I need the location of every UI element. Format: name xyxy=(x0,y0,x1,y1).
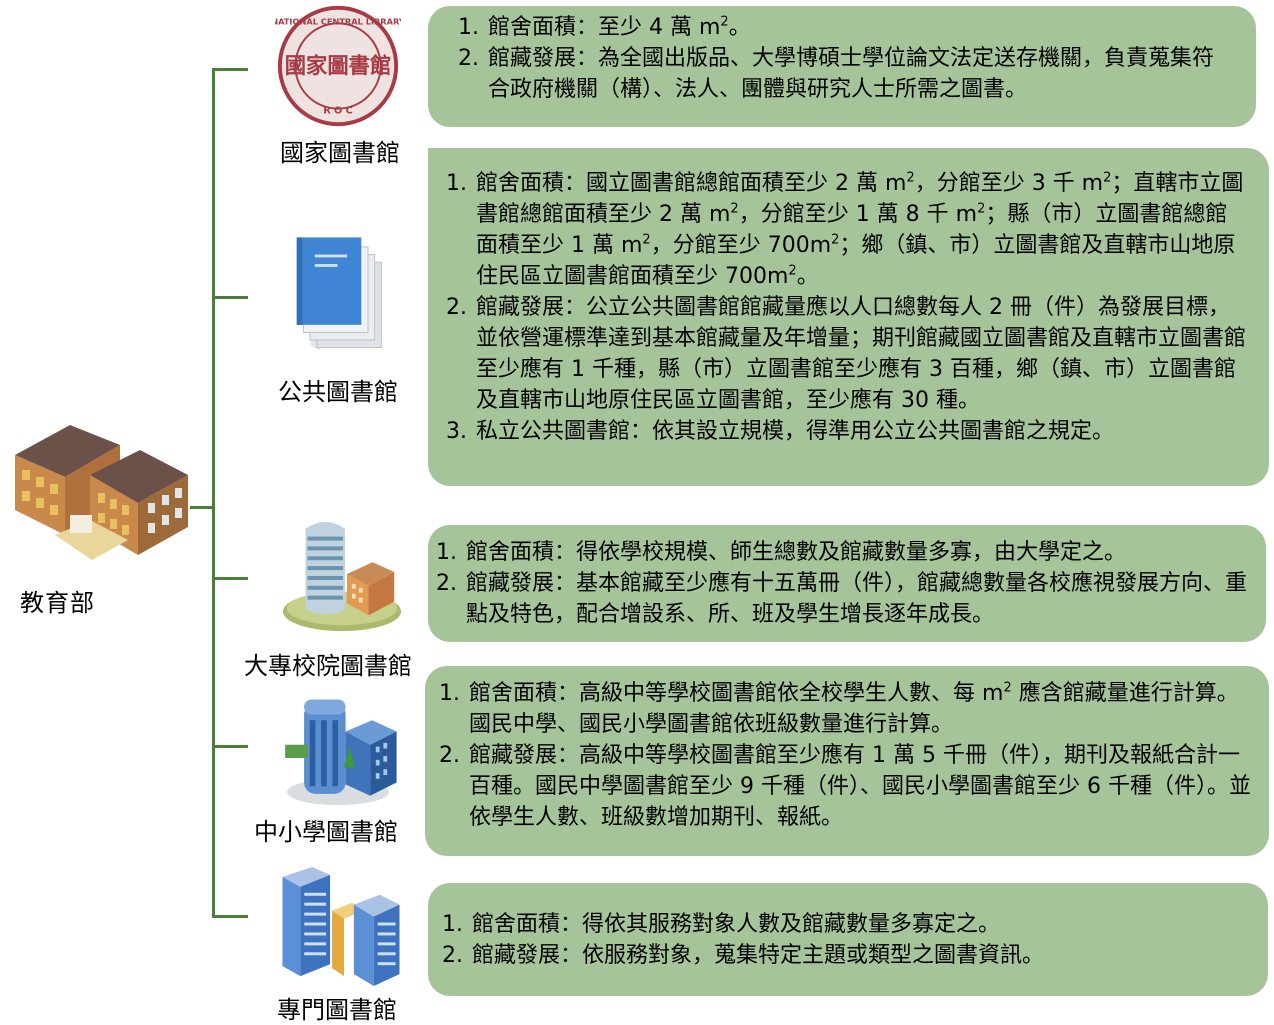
national-central-library-seal-icon: NATIONAL CENTRAL LIBRARY 國家圖書館 R O C xyxy=(275,5,401,127)
connector-branch-2 xyxy=(212,296,248,299)
root-label: 教育部 xyxy=(20,589,95,617)
list-item: 1.館舍面積：得依其服務對象人數及館藏數量多寡定之。 xyxy=(442,912,1001,937)
school-building-icon xyxy=(15,425,188,560)
list-item: 2.館藏發展：高級中等學校圖書館至少應有 1 萬 5 千冊（件），期刊及報紙合計… xyxy=(439,743,1251,830)
branch-label-university: 大專校院圖書館 xyxy=(244,652,412,680)
book-stack-icon xyxy=(296,237,382,351)
list-item: 3.私立公共圖書館：依其設立規模，得準用公立公共圖書館之規定。 xyxy=(446,419,1115,444)
svg-text:國家圖書館: 國家圖書館 xyxy=(285,53,392,79)
connector-trunk xyxy=(212,68,215,918)
info-box-special: 1.館舍面積：得依其服務對象人數及館藏數量多寡定之。 2.館藏發展：依服務對象，… xyxy=(428,883,1268,996)
list-item: 1.館舍面積：高級中等學校圖書館依全校學生人數、每 m2 應含館藏量進行計算。國… xyxy=(439,680,1239,737)
connector-branch-4 xyxy=(212,745,248,748)
branch-label-national: 國家圖書館 xyxy=(280,139,400,167)
info-box-national: 1.館舍面積：至少 4 萬 m2。 2.館藏發展：為全國出版品、大學博碩士學位論… xyxy=(428,6,1256,127)
connector-branch-1 xyxy=(212,68,248,71)
list-item: 2.館藏發展：為全國出版品、大學博碩士學位論文法定送存機關，負責蒐集符合政府機關… xyxy=(458,46,1215,102)
svg-text:R O C: R O C xyxy=(323,105,353,116)
university-building-icon xyxy=(282,521,402,632)
school-library-building-icon xyxy=(285,699,397,806)
branch-label-public: 公共圖書館 xyxy=(278,378,398,406)
list-item: 1.館舍面積：國立圖書館總館面積至少 2 萬 m2，分館至少 3 千 m2；直轄… xyxy=(446,170,1244,289)
connector-branch-3 xyxy=(212,577,248,580)
branch-label-special: 專門圖書館 xyxy=(277,996,397,1024)
list-item: 2.館藏發展：基本館藏至少應有十五萬冊（件），館藏總數量各校應視發展方向、重點及… xyxy=(436,571,1248,627)
connector-branch-5 xyxy=(212,915,248,918)
list-item: 1.館舍面積：得依學校規模、師生總數及館藏數量多寡，由大學定之。 xyxy=(436,540,1127,565)
branch-label-school: 中小學圖書館 xyxy=(254,818,398,846)
list-item: 2.館藏發展：公立公共圖書館館藏量應以人口總數每人 2 冊（件）為發展目標，並依… xyxy=(446,295,1247,413)
office-towers-icon xyxy=(282,866,400,987)
svg-text:NATIONAL CENTRAL LIBRARY: NATIONAL CENTRAL LIBRARY xyxy=(275,16,401,26)
info-box-public: 1.館舍面積：國立圖書館總館面積至少 2 萬 m2，分館至少 3 千 m2；直轄… xyxy=(428,148,1269,486)
info-box-university: 1.館舍面積：得依學校規模、師生總數及館藏數量多寡，由大學定之。 2.館藏發展：… xyxy=(428,525,1266,642)
list-item: 2.館藏發展：依服務對象，蒐集特定主題或類型之圖書資訊。 xyxy=(442,943,1045,968)
connector-root-horizontal xyxy=(190,506,214,509)
info-box-school: 1.館舍面積：高級中等學校圖書館依全校學生人數、每 m2 應含館藏量進行計算。國… xyxy=(425,666,1269,856)
list-item: 1.館舍面積：至少 4 萬 m2。 xyxy=(458,14,751,40)
